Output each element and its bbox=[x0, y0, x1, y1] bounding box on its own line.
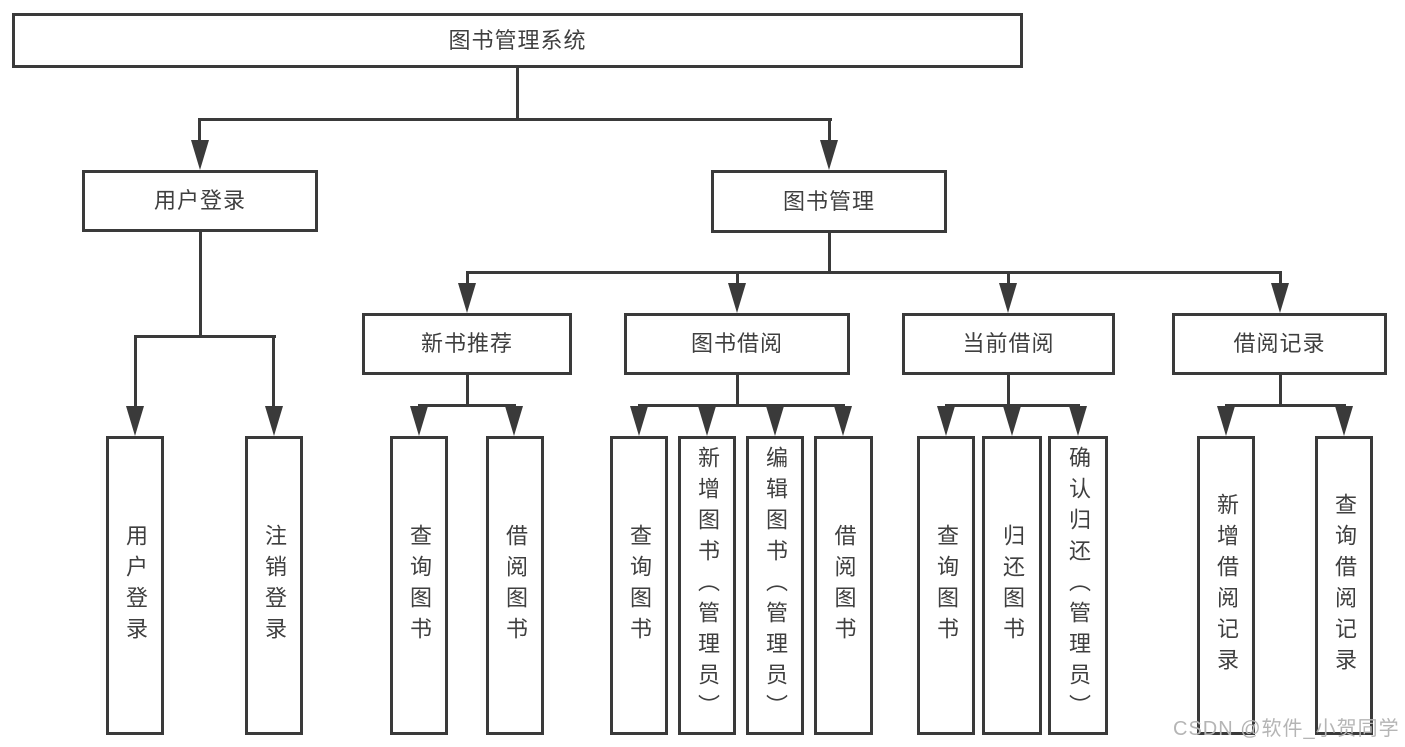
arrowhead-icon bbox=[410, 406, 428, 436]
connector-borrow-records-rail bbox=[1225, 404, 1346, 407]
arrowhead-icon bbox=[630, 406, 648, 436]
leaf-label: 编辑图书（管理员） bbox=[763, 446, 788, 725]
connector-user-login-rail bbox=[134, 335, 276, 338]
arrowhead-icon bbox=[505, 406, 523, 436]
leaf-label: 查询图书 bbox=[934, 523, 959, 648]
leaf-borrow-borrow-books: 借阅图书 bbox=[814, 436, 873, 735]
node-label: 借阅记录 bbox=[1233, 331, 1326, 356]
leaf-newbook-borrow-books: 借阅图书 bbox=[486, 436, 544, 735]
connector-book-borrow-stem bbox=[736, 373, 739, 406]
node-user-login-branch: 用户登录 bbox=[82, 170, 318, 232]
node-label: 当前借阅 bbox=[962, 331, 1055, 356]
leaf-label: 借阅图书 bbox=[831, 523, 857, 648]
node-library-management-system: 图书管理系统 bbox=[12, 13, 1023, 68]
node-label: 图书管理 bbox=[782, 188, 875, 214]
connector-current-borrow-rail bbox=[945, 404, 1080, 407]
connector-borrow-records-stem bbox=[1279, 373, 1282, 406]
connector-drop-current-borrow bbox=[1007, 271, 1010, 285]
arrowhead-icon bbox=[458, 283, 476, 313]
leaf-label: 借阅图书 bbox=[503, 523, 528, 648]
leaf-label: 用户登录 bbox=[123, 523, 148, 648]
connector-drop-book-borrow bbox=[736, 271, 739, 285]
arrowhead-icon bbox=[834, 406, 852, 436]
connector-drop-leaf-logout bbox=[272, 335, 275, 407]
arrowhead-icon bbox=[265, 406, 283, 436]
connector-level3-rail bbox=[466, 271, 1282, 274]
connector-drop-new-book bbox=[466, 271, 469, 285]
leaf-logout-login: 注销登录 bbox=[245, 436, 303, 735]
leaf-records-add-record: 新增借阅记录 bbox=[1197, 436, 1255, 735]
node-new-book-recommend: 新书推荐 bbox=[362, 313, 572, 375]
arrowhead-icon bbox=[1069, 406, 1087, 436]
leaf-label: 确认归还（管理员） bbox=[1066, 446, 1091, 725]
leaf-newbook-query-books: 查询图书 bbox=[390, 436, 448, 735]
leaf-label: 查询借阅记录 bbox=[1332, 492, 1357, 679]
arrowhead-icon bbox=[1003, 406, 1021, 436]
node-book-borrow: 图书借阅 bbox=[624, 313, 850, 375]
node-label: 图书管理系统 bbox=[448, 27, 587, 53]
arrowhead-icon bbox=[1271, 283, 1289, 313]
connector-book-management-stem bbox=[828, 231, 831, 273]
arrowhead-icon bbox=[1217, 406, 1235, 436]
csdn-watermark: CSDN @软件_小贺同学 bbox=[1173, 718, 1400, 740]
arrowhead-icon bbox=[728, 283, 746, 313]
leaf-label: 查询图书 bbox=[627, 523, 652, 648]
node-label: 新书推荐 bbox=[420, 331, 513, 356]
connector-new-book-rail bbox=[418, 404, 516, 407]
connector-root-stem bbox=[516, 66, 519, 120]
leaf-borrow-edit-books-admin: 编辑图书（管理员） bbox=[746, 436, 804, 735]
leaf-current-return-books: 归还图书 bbox=[982, 436, 1042, 735]
node-borrow-records: 借阅记录 bbox=[1172, 313, 1387, 375]
node-book-management-branch: 图书管理 bbox=[711, 170, 947, 233]
connector-drop-leaf-user-login bbox=[134, 335, 137, 407]
connector-user-login-stem bbox=[199, 230, 202, 337]
leaf-label: 查询图书 bbox=[407, 523, 432, 648]
leaf-current-confirm-return-admin: 确认归还（管理员） bbox=[1048, 436, 1108, 735]
arrowhead-icon bbox=[126, 406, 144, 436]
leaf-borrow-query-books: 查询图书 bbox=[610, 436, 668, 735]
leaf-records-query-record: 查询借阅记录 bbox=[1315, 436, 1373, 735]
connector-book-borrow-rail bbox=[638, 404, 845, 407]
arrowhead-icon bbox=[1335, 406, 1353, 436]
leaf-label: 注销登录 bbox=[262, 523, 287, 648]
arrowhead-icon bbox=[766, 406, 784, 436]
leaf-current-query-books: 查询图书 bbox=[917, 436, 975, 735]
arrowhead-icon bbox=[937, 406, 955, 436]
leaf-label: 新增借阅记录 bbox=[1214, 492, 1239, 679]
connector-new-book-stem bbox=[466, 373, 469, 406]
arrowhead-icon bbox=[999, 283, 1017, 313]
leaf-label: 新增图书（管理员） bbox=[695, 446, 720, 725]
connector-current-borrow-stem bbox=[1007, 373, 1010, 406]
node-current-borrow: 当前借阅 bbox=[902, 313, 1115, 375]
leaf-borrow-add-books-admin: 新增图书（管理员） bbox=[678, 436, 736, 735]
leaf-user-login: 用户登录 bbox=[106, 436, 164, 735]
node-label: 用户登录 bbox=[153, 188, 246, 213]
connector-drop-user-login bbox=[198, 118, 201, 142]
arrowhead-icon bbox=[698, 406, 716, 436]
arrowhead-icon bbox=[820, 140, 838, 170]
leaf-label: 归还图书 bbox=[1000, 523, 1025, 648]
connector-drop-borrow-records bbox=[1279, 271, 1282, 285]
node-label: 图书借阅 bbox=[690, 331, 783, 356]
connector-level1-rail bbox=[198, 118, 832, 121]
arrowhead-icon bbox=[191, 140, 209, 170]
connector-drop-book-management bbox=[828, 118, 831, 142]
